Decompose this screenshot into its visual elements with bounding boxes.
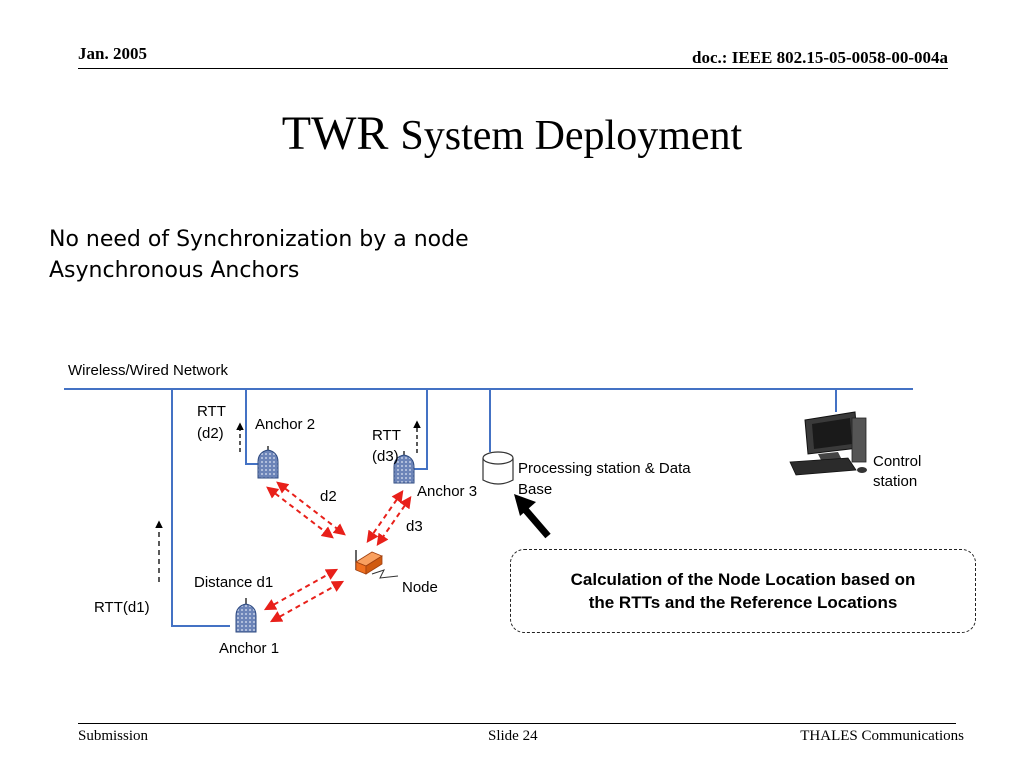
bullet-async-anchors: Asynchronous Anchors [49, 258, 300, 283]
database-icon [482, 451, 514, 485]
footer-company: THALES Communications [800, 728, 964, 744]
network-label: Wireless/Wired Network [68, 362, 229, 379]
anchor3-label: Anchor 3 [417, 483, 477, 500]
footer-divider [78, 723, 956, 724]
control-label-line2: station [873, 473, 917, 490]
header-doc-id: doc.: IEEE 802.15-05-0058-00-004a [692, 48, 948, 67]
rtt2-label-line1: RTT [197, 403, 226, 420]
header-divider [78, 68, 948, 69]
d2-dashed-arrows [266, 481, 346, 539]
node-icon [355, 550, 399, 579]
node-label: Node [402, 579, 438, 596]
pointer-arrow [514, 494, 551, 539]
anchor2-label: Anchor 2 [255, 416, 315, 433]
anchor1-label: Anchor 1 [219, 640, 279, 657]
rtt3-label-line1: RTT [372, 427, 401, 444]
d3-dashed-arrows [366, 490, 412, 546]
slide-title: TWR System Deployment [0, 104, 1024, 166]
calculation-callout: Calculation of the Node Location based o… [510, 549, 976, 633]
anchor3-icon [393, 451, 415, 484]
distance-d1-label: Distance d1 [194, 574, 273, 591]
title-prefix: TWR [281, 107, 389, 160]
anchor1-icon [235, 598, 257, 633]
title-rest: System Deployment [400, 113, 743, 159]
anchor2-link [245, 389, 260, 465]
processing-label-line2: Base [518, 481, 552, 498]
callout-line2: the RTTs and the Reference Locations [588, 593, 898, 612]
rtt1-label: RTT(d1) [94, 599, 150, 616]
anchor2-icon [257, 446, 279, 479]
processing-label-line1: Processing station & Data [518, 460, 691, 477]
rtt2-label-line2: (d2) [197, 425, 224, 442]
computer-icon [789, 411, 867, 476]
anchor1-link [171, 389, 230, 627]
d3-label: d3 [406, 518, 423, 535]
anchor3-link [412, 389, 428, 470]
footer-submission: Submission [78, 728, 149, 744]
header-date: Jan. 2005 [78, 44, 147, 63]
callout-line1: Calculation of the Node Location based o… [570, 570, 916, 589]
d1-dashed-arrows [263, 568, 345, 623]
rtt3-label-line2: (d3) [372, 448, 399, 465]
footer-slide-number: Slide 24 [488, 728, 538, 744]
bullet-synchronization: No need of Synchronization by a node [49, 227, 469, 252]
d2-label: d2 [320, 488, 337, 505]
control-label-line1: Control [873, 453, 921, 470]
